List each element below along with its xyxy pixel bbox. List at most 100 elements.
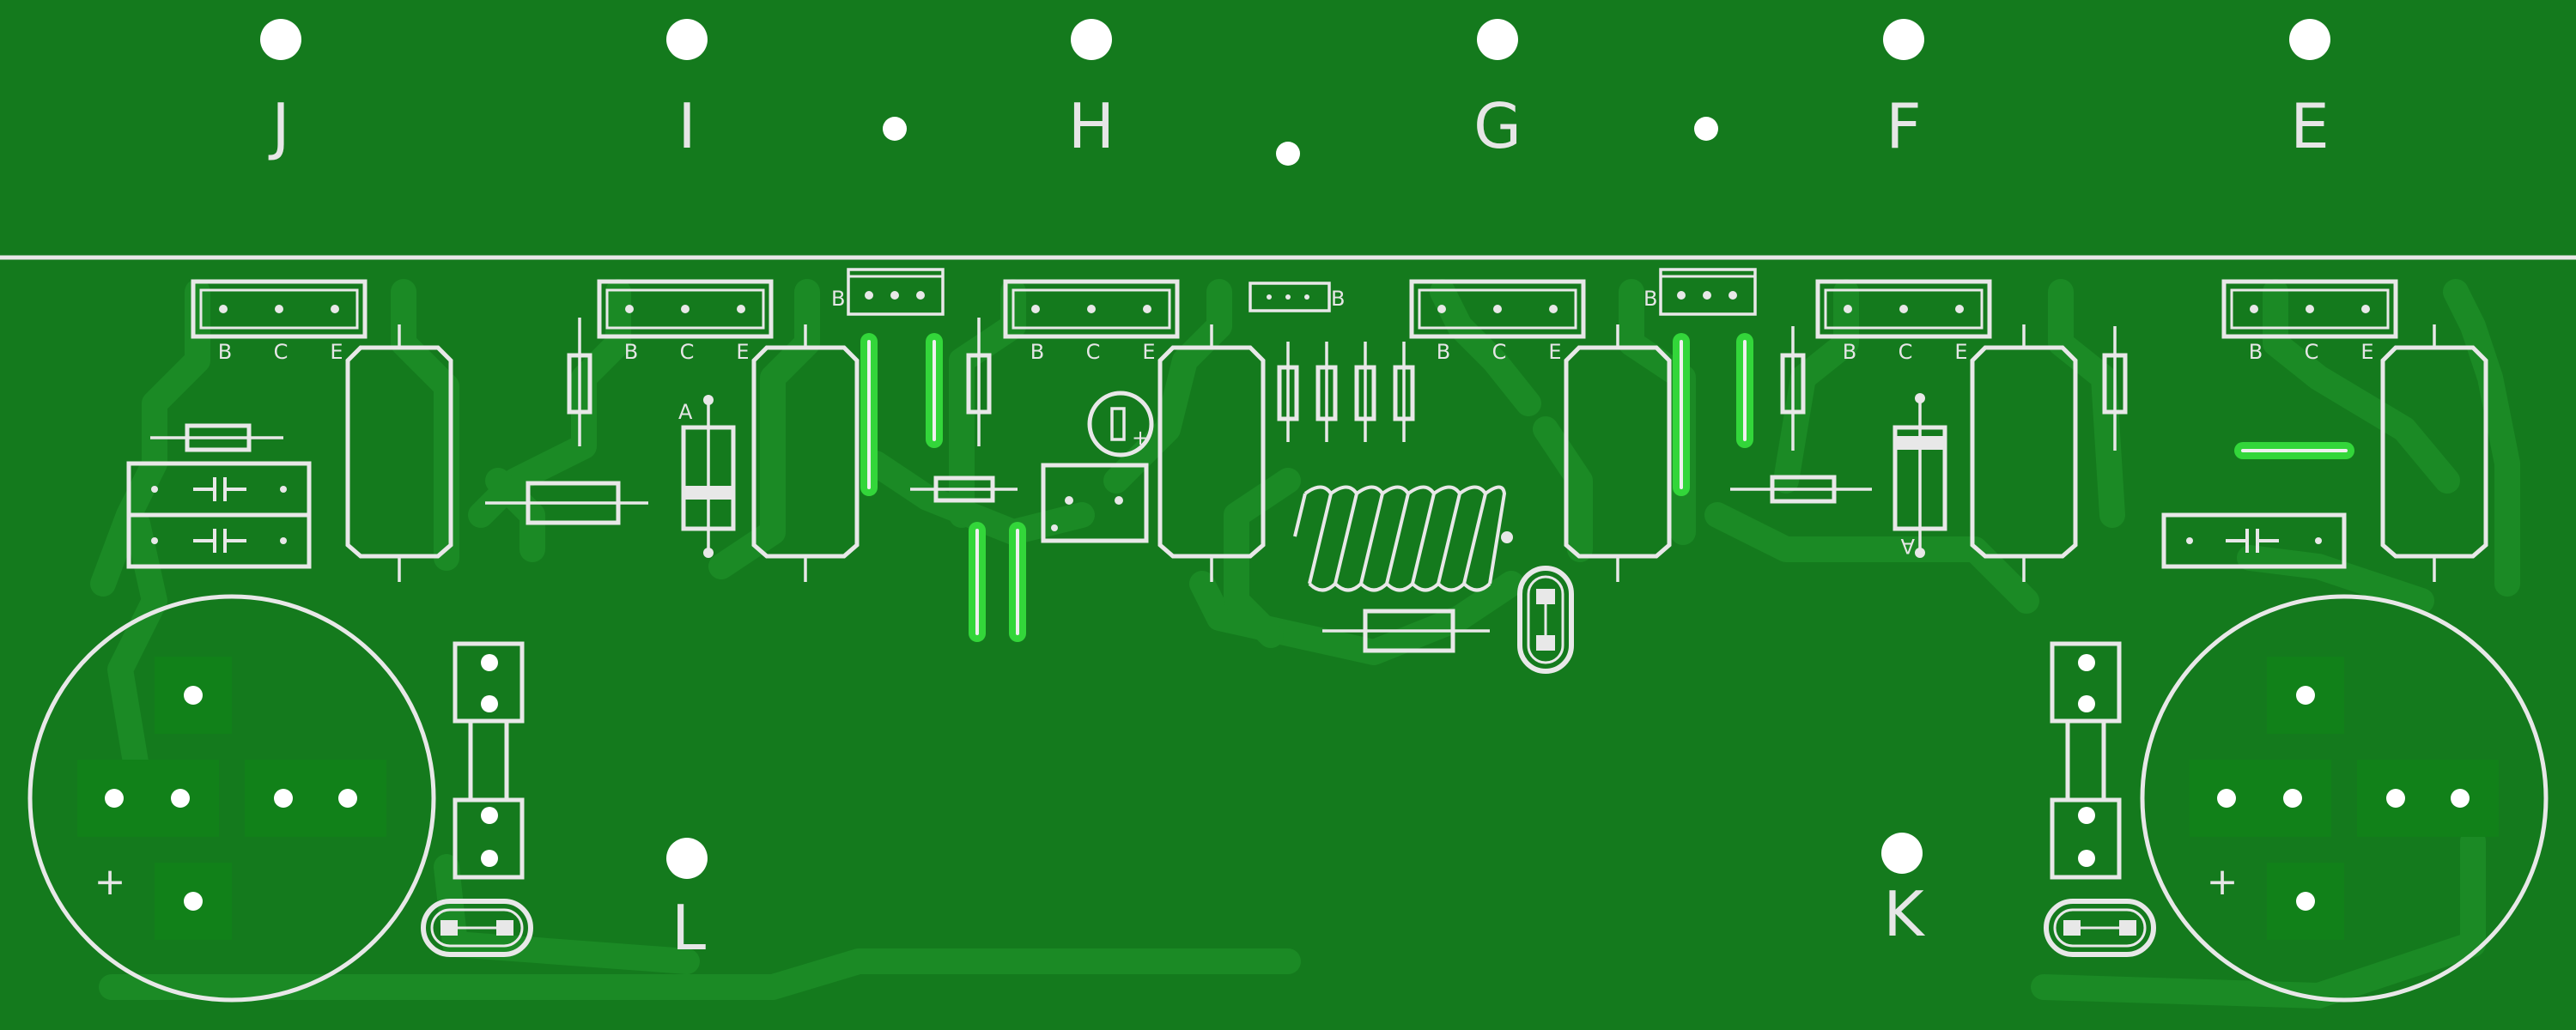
terminal-hole-j: [260, 19, 301, 60]
pin-label-b: B: [1030, 340, 1044, 364]
resistor: [1354, 342, 1376, 442]
copper-traces: [90, 279, 2520, 1009]
pin-label-b: B: [218, 340, 232, 364]
small-header-pin-label: B: [1643, 287, 1657, 311]
pin-label-b: B: [1437, 340, 1450, 364]
diode-anode-label: A: [678, 400, 693, 424]
capacitor-symbol: [193, 477, 246, 553]
pin-label-b: B: [624, 340, 638, 364]
terminal-hole-e: [2289, 19, 2330, 60]
transistor-header: B C E: [1409, 279, 1586, 364]
capacitor-plus-label: +: [94, 860, 126, 904]
terminal-hole-g: [1477, 19, 1518, 60]
transistor-header: B C E: [1003, 279, 1180, 364]
terminal-label-g: G: [1473, 90, 1522, 162]
pin-label-c: C: [1899, 340, 1913, 364]
terminal-label-i: I: [677, 90, 696, 162]
pin-label-e: E: [1954, 340, 1967, 364]
resistor: [150, 423, 283, 452]
pin-label-c: C: [274, 340, 289, 364]
film-capacitor: [345, 324, 453, 582]
transistor-header: B C E: [1815, 279, 1992, 364]
terminal-label-k: K: [1883, 878, 1925, 950]
pin-label-c: C: [2305, 340, 2319, 364]
small-header: B: [1643, 268, 1757, 316]
film-capacitor: [2380, 324, 2488, 582]
trimmer-box: [1041, 463, 1149, 543]
inductor-coil: [1293, 485, 1513, 592]
large-capacitor-left: +: [27, 594, 436, 1003]
resistors: [150, 318, 2128, 653]
pin-label-c: C: [1492, 340, 1507, 364]
wire-jumpers: [860, 333, 2354, 642]
terminal-hole-k: [1881, 833, 1923, 874]
terminal-label-j: J: [268, 90, 289, 162]
terminal-label-h: H: [1068, 90, 1115, 162]
resistor: [1780, 326, 1806, 451]
small-headers: B B B: [831, 268, 1757, 316]
fuse-holder-horizontal: [2044, 899, 2156, 957]
fuse-holder-vertical: [1517, 566, 1574, 674]
terminal-hole-l: [666, 838, 708, 879]
mounting-hole: [1276, 142, 1300, 166]
rectifier-module: [2050, 641, 2122, 880]
pin-label-e: E: [330, 340, 343, 364]
pin-label-b: B: [1843, 340, 1856, 364]
resistor: [1315, 342, 1338, 442]
film-capacitors: [345, 324, 2488, 582]
resistor: [567, 318, 592, 446]
resistor: [1277, 342, 1299, 442]
terminal-hole-i: [666, 19, 708, 60]
terminal-hole-f: [1883, 19, 1924, 60]
ceramic-capacitors-left: [126, 461, 312, 569]
ceramic-capacitor-right: [2161, 512, 2347, 569]
terminal-label-f: F: [1886, 90, 1921, 162]
resistor: [910, 476, 1018, 503]
terminal-label-l: L: [671, 892, 706, 964]
resistor: [1322, 609, 1490, 653]
small-header: B: [1249, 282, 1345, 312]
pin-label-c: C: [1086, 340, 1101, 364]
film-capacitor: [1970, 324, 2078, 582]
diode: A: [1893, 393, 1947, 558]
film-capacitor: [1157, 324, 1266, 582]
pin-label-e: E: [1142, 340, 1155, 364]
fuse-holder-horizontal: [421, 899, 533, 957]
transistor-headers: B C E B C E B C E B C E: [191, 279, 2398, 364]
small-header-pin-label: B: [1331, 287, 1345, 311]
small-header: B: [831, 268, 945, 316]
diodes: A A: [678, 393, 1947, 558]
pin-label-e: E: [2360, 340, 2373, 364]
resistor: [485, 481, 648, 525]
transistor-header: B C E: [191, 279, 368, 364]
pin-label-e: E: [1548, 340, 1561, 364]
film-capacitor: [1564, 324, 1672, 582]
pin-label-e: E: [736, 340, 749, 364]
transistor-header: B C E: [2221, 279, 2398, 364]
diode-anode-label: A: [1900, 534, 1915, 558]
mounting-hole: [1694, 117, 1718, 141]
capacitor-plus-label: +: [2207, 860, 2239, 904]
diode: A: [678, 395, 736, 558]
small-header-pin-label: B: [831, 287, 845, 311]
small-cap-plus: +: [1132, 426, 1149, 450]
pin-label-c: C: [680, 340, 695, 364]
transistor-header: B C E: [597, 279, 774, 364]
pin-label-b: B: [2249, 340, 2263, 364]
electrolytic-capacitor-small: +: [1087, 391, 1154, 457]
large-capacitor-right: +: [2140, 594, 2549, 1003]
film-capacitor: [751, 324, 860, 582]
terminal-hole-h: [1071, 19, 1112, 60]
top-terminal-labels: J I H G F E: [268, 90, 2329, 162]
top-terminal-holes: [260, 19, 2330, 166]
rectifier-module: [453, 641, 525, 880]
resistor: [1730, 475, 1872, 504]
resistor: [966, 318, 992, 446]
mounting-hole: [883, 117, 907, 141]
resistor: [1393, 342, 1415, 442]
bottom-terminals: L K: [666, 833, 1925, 964]
terminal-label-e: E: [2290, 90, 2330, 162]
resistor: [2102, 326, 2128, 451]
